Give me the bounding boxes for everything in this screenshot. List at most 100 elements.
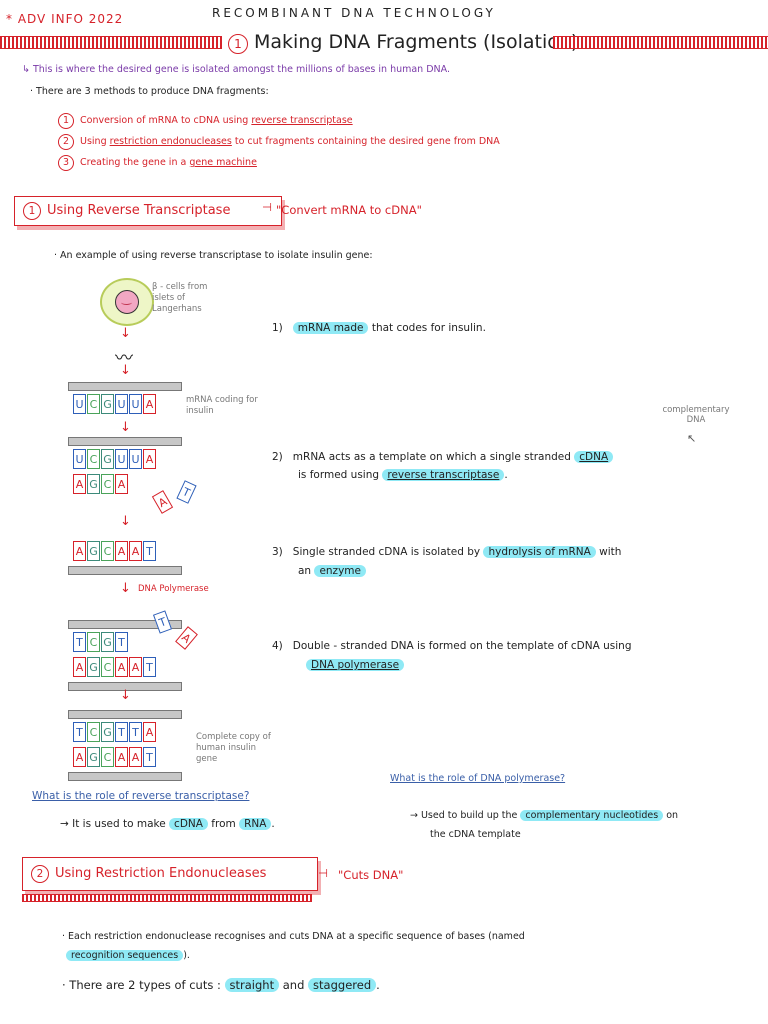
nucleotide-C: C bbox=[101, 541, 114, 561]
nucleotide-G: G bbox=[87, 541, 100, 561]
hatch-right bbox=[553, 36, 768, 49]
nucleotide-A: A bbox=[143, 722, 156, 742]
arrow-up-icon: ↖ bbox=[687, 432, 697, 445]
step-2-text: mRNA acts as a template on which a singl… bbox=[292, 451, 575, 463]
step-1-hl: mRNA made bbox=[292, 322, 369, 334]
beta-cell-icon bbox=[100, 278, 154, 326]
step-4-line-2: DNA polymerase bbox=[306, 659, 405, 671]
nucleotide-G: G bbox=[101, 394, 114, 414]
method-1-text: Conversion of mRNA to cDNA using bbox=[80, 115, 252, 126]
nucleotide-A: A bbox=[143, 394, 156, 414]
step-2-line-2-post: . bbox=[504, 469, 508, 481]
step-2-line-2: is formed using reverse transcriptase. bbox=[298, 469, 508, 481]
answer-2-hl: complementary nucleotides bbox=[520, 810, 664, 821]
method-2-num: 2 bbox=[58, 134, 74, 150]
strand-5-top-bar bbox=[68, 710, 182, 719]
method-3-text: Creating the gene in a bbox=[80, 157, 190, 168]
answer-2-text: → Used to build up the bbox=[410, 810, 521, 821]
nucleotide-C: C bbox=[87, 449, 100, 469]
strand-2-bar bbox=[68, 437, 182, 446]
step-1-num: 1) bbox=[272, 322, 283, 334]
section-1-quote: "Convert mRNA to cDNA" bbox=[276, 203, 422, 217]
cell-label: β - cells from islets of Langerhans bbox=[152, 282, 208, 314]
step-3-post: with bbox=[595, 546, 622, 558]
section-number: 1 bbox=[228, 34, 248, 54]
arrow-down-5-icon: ↓ bbox=[120, 581, 131, 596]
nucleotide-T: T bbox=[129, 722, 142, 742]
step-4-num: 4) bbox=[272, 640, 283, 652]
step-1: 1) mRNA made that codes for insulin. bbox=[272, 322, 486, 334]
nucleotide-G: G bbox=[87, 657, 100, 677]
answer-1-hl-rna: RNA bbox=[239, 818, 272, 830]
step-3-line-2: an enzyme bbox=[298, 565, 366, 577]
nucleotide-C: C bbox=[101, 657, 114, 677]
nucleotide-C: C bbox=[101, 474, 114, 494]
section-2-quote-bracket-icon: ⊣ bbox=[318, 866, 329, 880]
answer-dna-polymerase-line-2: the cDNA template bbox=[430, 829, 521, 840]
step-2-num: 2) bbox=[272, 451, 283, 463]
nucleotide-G: G bbox=[101, 632, 114, 652]
section-2-title: Using Restriction Endonucleases bbox=[55, 866, 267, 881]
nucleotide-G: G bbox=[101, 449, 114, 469]
method-1-hl: reverse transcriptase bbox=[251, 115, 353, 126]
arrow-down-3-icon: ↓ bbox=[120, 420, 131, 435]
cuts-mid: and bbox=[279, 978, 309, 992]
dna-polymerase-label: DNA Polymerase bbox=[138, 584, 209, 594]
method-2-text: Using bbox=[80, 136, 110, 147]
paragraph-restriction-line-2: recognition sequences). bbox=[66, 950, 190, 961]
nucleotide-U: U bbox=[73, 449, 86, 469]
step-2-line-2-text: is formed using bbox=[298, 469, 383, 481]
intro-line-1: ↳ This is where the desired gene is isol… bbox=[22, 64, 450, 75]
mrna-wave-icon: 〰 bbox=[115, 348, 133, 369]
arrow-down-4-icon: ↓ bbox=[120, 514, 131, 529]
nucleotide-A: A bbox=[129, 747, 142, 767]
step-2-line-2-hl: reverse transcriptase bbox=[382, 469, 505, 481]
nucleotide-U: U bbox=[115, 394, 128, 414]
nucleotide-A: A bbox=[73, 541, 86, 561]
nucleotide-G: G bbox=[87, 474, 100, 494]
paragraph-restriction: · Each restriction endonuclease recognis… bbox=[62, 931, 525, 942]
nucleotide-G: G bbox=[101, 722, 114, 742]
answer-1-hl-cdna: cDNA bbox=[169, 818, 208, 830]
paragraph-cuts: · There are 2 types of cuts : straight a… bbox=[62, 978, 380, 992]
complementary-dna-label: complementary DNA bbox=[662, 405, 730, 425]
strand-3-bar bbox=[68, 566, 182, 575]
strand-5-bottom-bar bbox=[68, 772, 182, 781]
recognition-sequences-hl: recognition sequences bbox=[66, 950, 184, 961]
complete-copy-label: Complete copy of human insulin gene bbox=[196, 732, 271, 764]
section-1-quote-bracket-icon: ⊣ bbox=[262, 200, 273, 214]
answer-1-mid: from bbox=[207, 818, 240, 830]
strand-4-bottom-bar bbox=[68, 682, 182, 691]
step-3-hl: hydrolysis of mRNA bbox=[483, 546, 596, 558]
step-4-hl: DNA polymerase bbox=[306, 659, 405, 671]
step-3-text: Single stranded cDNA is isolated by bbox=[292, 546, 484, 558]
nucleotide-T: T bbox=[143, 747, 156, 767]
method-3-num: 3 bbox=[58, 155, 74, 171]
section-title-text: Making DNA Fragments (Isolation) bbox=[254, 31, 579, 53]
nucleotide-T: T bbox=[73, 722, 86, 742]
step-1-text: that codes for insulin. bbox=[368, 322, 486, 334]
answer-1-post: . bbox=[271, 818, 275, 830]
answer-dna-polymerase: → Used to build up the complementary nuc… bbox=[410, 810, 678, 821]
nucleotide-T: T bbox=[143, 657, 156, 677]
cell-nucleus-icon bbox=[115, 290, 139, 314]
mrna-label: mRNA coding for insulin bbox=[186, 395, 258, 416]
step-4: 4) Double - stranded DNA is formed on th… bbox=[272, 640, 632, 652]
nucleotide-A: A bbox=[129, 541, 142, 561]
nucleotide-T: T bbox=[73, 632, 86, 652]
step-2: 2) mRNA acts as a template on which a si… bbox=[272, 451, 614, 463]
step-3: 3) Single stranded cDNA is isolated by h… bbox=[272, 546, 621, 558]
section-2-hatch bbox=[22, 894, 312, 902]
nucleotide-T: T bbox=[115, 722, 128, 742]
